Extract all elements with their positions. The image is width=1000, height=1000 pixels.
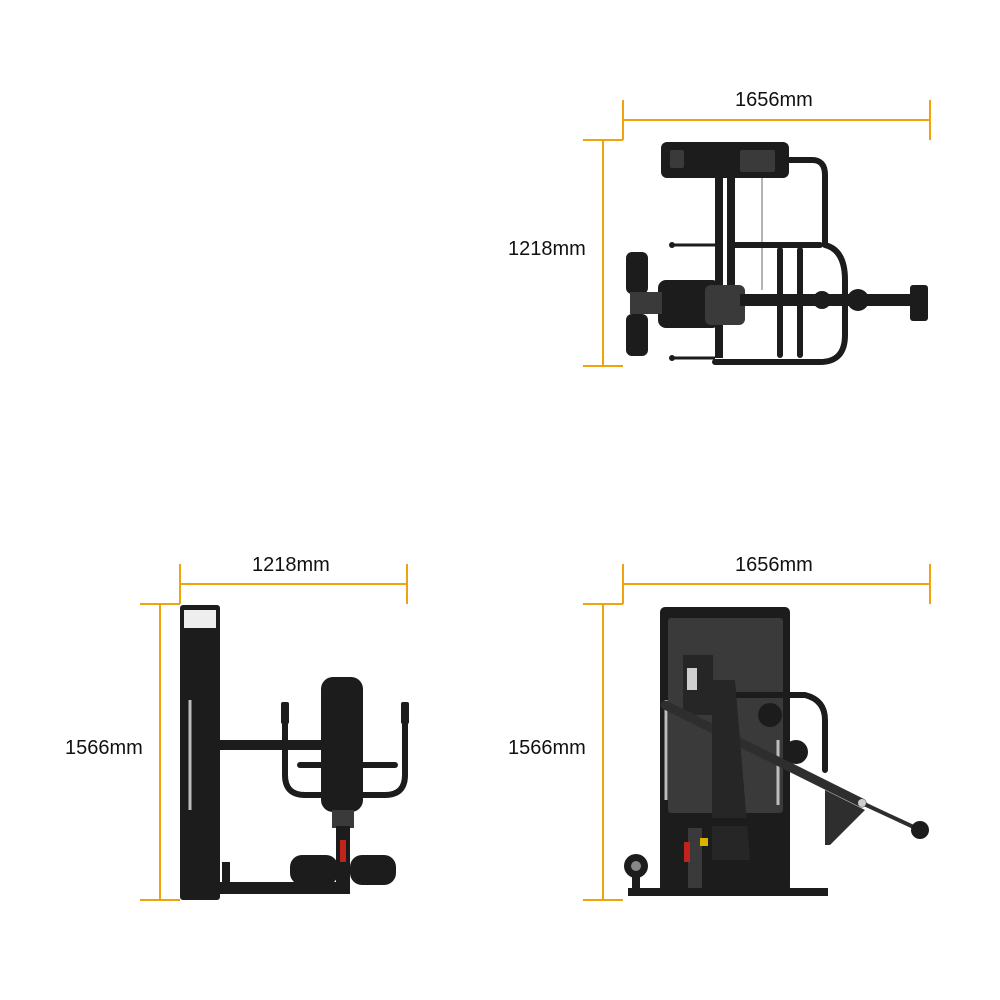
pivot bbox=[847, 289, 869, 311]
frame-post bbox=[715, 178, 723, 358]
leg-roller-pad bbox=[626, 314, 648, 356]
tower-frame bbox=[180, 605, 220, 900]
roller-post bbox=[632, 875, 640, 890]
top-view-depth-label: 1218mm bbox=[508, 238, 586, 260]
seat-column bbox=[712, 680, 750, 860]
adjust-knob bbox=[684, 842, 690, 862]
seat-pad bbox=[658, 280, 720, 328]
machine-top-view bbox=[626, 142, 928, 365]
handle-grip bbox=[669, 242, 675, 248]
seat-post bbox=[688, 828, 702, 888]
roller-mount bbox=[630, 292, 662, 314]
front-view-width-dimension bbox=[622, 564, 931, 604]
horizontal-beam bbox=[220, 740, 325, 750]
machine-front-view bbox=[624, 607, 929, 896]
seat-mount bbox=[332, 810, 354, 828]
weight-disc bbox=[784, 740, 808, 764]
warning-label bbox=[700, 838, 708, 846]
weight-disc bbox=[758, 703, 782, 727]
side-view-height-dimension bbox=[140, 603, 180, 901]
lever-end-disc bbox=[911, 821, 929, 839]
seat-support bbox=[660, 818, 755, 826]
pivot bbox=[813, 291, 831, 309]
machine-side-view bbox=[180, 605, 409, 900]
foot-roller-hub bbox=[631, 861, 641, 871]
base-post bbox=[222, 862, 230, 884]
housing-panel bbox=[740, 150, 775, 172]
front-view-width-label: 1656mm bbox=[735, 554, 813, 576]
foot-roller-left bbox=[290, 855, 338, 885]
lever-rod bbox=[861, 801, 921, 832]
adjust-knob bbox=[340, 840, 346, 862]
placard-figure bbox=[687, 668, 697, 690]
handle-grip-left bbox=[281, 702, 289, 724]
back-pad bbox=[321, 677, 363, 812]
top-view-depth-dimension bbox=[583, 139, 623, 367]
stack-cover bbox=[750, 845, 778, 890]
handle-grip bbox=[669, 355, 675, 361]
lever-bracket bbox=[825, 790, 865, 845]
frame-post bbox=[727, 178, 735, 288]
housing-panel bbox=[670, 150, 684, 168]
seat-frame bbox=[705, 285, 745, 325]
front-view-height-dimension bbox=[583, 603, 623, 901]
upper-arm bbox=[719, 692, 828, 773]
foot-roller-right bbox=[350, 855, 396, 885]
leg-roller-pad bbox=[626, 252, 648, 294]
front-view-height-label: 1566mm bbox=[508, 737, 586, 759]
tower-cap bbox=[184, 610, 216, 628]
lever-arm bbox=[660, 700, 867, 808]
side-view-width-label: 1218mm bbox=[252, 554, 330, 576]
side-view-height-label: 1566mm bbox=[65, 737, 143, 759]
side-view-width-dimension bbox=[179, 564, 408, 604]
top-view-width-dimension bbox=[622, 100, 931, 140]
arm-frame bbox=[712, 157, 848, 365]
lever-pivot bbox=[858, 799, 866, 807]
top-view-width-label: 1656mm bbox=[735, 89, 813, 111]
end-disc bbox=[910, 285, 928, 321]
base-rail bbox=[628, 888, 828, 896]
handle-grip-right bbox=[401, 702, 409, 724]
